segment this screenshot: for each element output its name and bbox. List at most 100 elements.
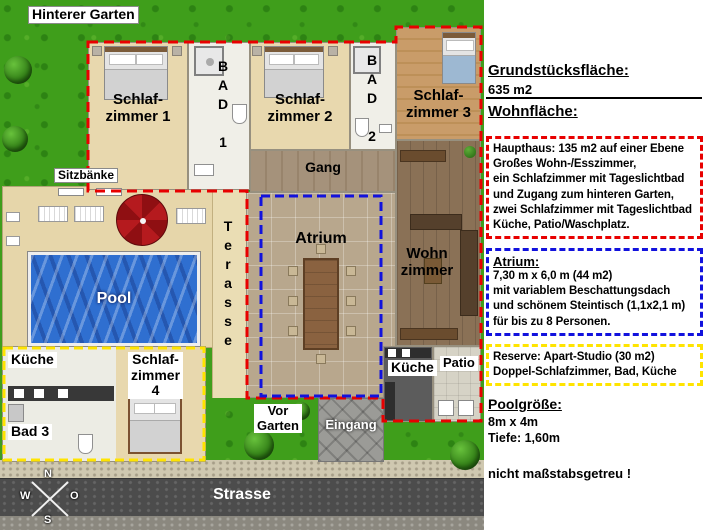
bath1-label: BAD 1 [215, 58, 231, 153]
sink-icon [388, 349, 396, 357]
nightstand-icon [328, 46, 338, 56]
main-house-infobox: Haupthaus: 135 m2 auf einer Ebene Großes… [486, 136, 703, 240]
pillow-icon [136, 54, 163, 65]
washer-icon [438, 400, 454, 416]
kitchen-counter-icon [385, 348, 431, 358]
bath2-label: BAD 2 [364, 52, 380, 147]
hallway-label: Gang [305, 159, 341, 175]
pillow-icon [293, 54, 319, 65]
compass-north-label: N [44, 468, 52, 480]
bed-icon [442, 32, 476, 84]
stove-icon [14, 389, 24, 398]
atrium-label: Atrium [295, 230, 347, 247]
gravel-strip [0, 460, 484, 480]
toilet-icon [232, 104, 247, 124]
reserve-infobox: Reserve: Apart-Studio (30 m2) Doppel-Sch… [486, 344, 703, 387]
chair-icon [316, 354, 326, 364]
chair-icon [6, 236, 20, 246]
sideboard-icon [400, 328, 458, 340]
washer-icon [458, 400, 474, 416]
compass-east-label: O [70, 490, 79, 502]
kitchen-left-label: Küche [8, 351, 57, 368]
pool-size-value: 8m x 4m Tiefe: 1,60m [488, 415, 561, 446]
tree-icon [2, 126, 28, 152]
pillow-icon [109, 54, 136, 65]
livingroom-label: Wohn zimmer [400, 245, 454, 279]
chair-icon [288, 296, 298, 306]
umbrella-icon [116, 194, 168, 246]
chair-icon [288, 326, 298, 336]
sink-icon [194, 164, 214, 176]
street-shoulder [0, 516, 484, 530]
not-to-scale-note: nicht maßstabsgetreu ! [488, 466, 632, 481]
bed-headboard-icon [443, 33, 475, 38]
back-garden-label: Hinterer Garten [28, 6, 139, 24]
bedroom4-label: Schlaf- zimmer 4 [128, 351, 184, 400]
bedroom2-label: Schlaf- zimmer 2 [267, 91, 333, 125]
nightstand-icon [92, 46, 102, 56]
patio-label: Patio [440, 355, 478, 371]
bed-headboard-icon [265, 47, 323, 52]
blanket-icon [130, 420, 180, 452]
bed-icon [128, 394, 182, 454]
pillow-icon [446, 40, 474, 51]
pillow-icon [134, 403, 156, 414]
terrace-label: Terasse [220, 218, 236, 351]
tree-icon [244, 430, 274, 460]
living-area-heading: Wohnfläche: [488, 103, 578, 120]
front-garden-label: Vor Garten [254, 403, 302, 434]
nightstand-icon [252, 46, 262, 56]
bath3-label: Bad 3 [8, 423, 53, 440]
chair-icon [346, 296, 356, 306]
kitchen-right-label: Küche [388, 359, 437, 376]
lounger-icon [176, 208, 206, 224]
kitchen-counter-icon [385, 382, 395, 420]
toilet-icon [78, 434, 93, 454]
chair-icon [6, 212, 20, 222]
pillow-icon [154, 403, 176, 414]
umbrella-pole-icon [140, 218, 146, 224]
reserve-info-text: Reserve: Apart-Studio (30 m2) Doppel-Sch… [493, 351, 677, 379]
sink-icon [379, 124, 392, 133]
bedroom1-label: Schlaf- zimmer 1 [105, 91, 171, 125]
sidebar-divider [486, 97, 702, 99]
atrium-info-text: 7,30 m x 6,0 m (44 m2) mit variablem Bes… [493, 270, 686, 328]
tree-icon [450, 440, 480, 470]
blanket-icon [443, 54, 475, 83]
compass-south-label: S [44, 514, 52, 526]
cabinet-icon [400, 150, 446, 162]
pool-size-heading: Poolgröße: [488, 396, 562, 412]
plant-icon [464, 146, 476, 158]
atrium-info-heading: Atrium: [493, 254, 540, 269]
atrium-infobox: Atrium: 7,30 m x 6,0 m (44 m2) mit varia… [486, 248, 703, 336]
shower-drain-icon [206, 58, 214, 66]
kitchen-counter-icon [8, 386, 114, 401]
entrance-label: Eingang [325, 417, 377, 432]
plot-area-value: 635 m2 [488, 82, 533, 97]
compass-icon: N O S W [20, 468, 80, 528]
stove-icon [58, 389, 68, 398]
pool-label: Pool [96, 290, 132, 307]
chair-icon [288, 266, 298, 276]
bedroom3-label: Schlaf- zimmer 3 [405, 87, 472, 121]
compass-cross-icon [31, 481, 69, 517]
bench-icon [96, 188, 122, 196]
compass-west-label: W [20, 490, 31, 502]
chair-icon [346, 266, 356, 276]
fridge-icon [8, 404, 24, 422]
main-house-info-text: Haupthaus: 135 m2 auf einer Ebene Großes… [493, 143, 692, 231]
tree-icon [4, 56, 32, 84]
sofa-icon [460, 230, 478, 316]
sofa-icon [410, 214, 462, 230]
bench-icon [58, 188, 84, 196]
lounger-icon [74, 206, 104, 222]
street-label: Strasse [213, 486, 271, 503]
stone-table-icon [303, 258, 339, 350]
sink-icon [34, 389, 44, 398]
nightstand-icon [172, 46, 182, 56]
pillow-icon [269, 54, 295, 65]
plot-area-heading: Grundstücksfläche: [488, 62, 629, 79]
bed-headboard-icon [105, 47, 167, 52]
lounger-icon [38, 206, 68, 222]
